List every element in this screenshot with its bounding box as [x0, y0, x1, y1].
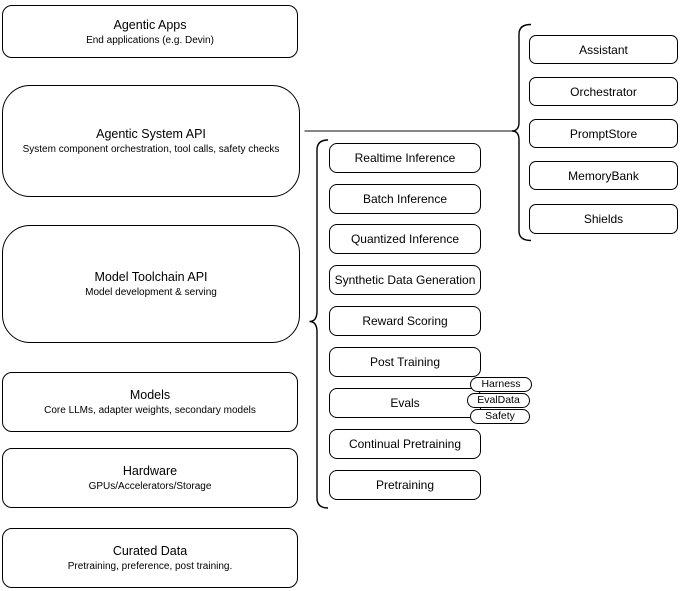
- node-title: Curated Data: [112, 544, 188, 558]
- tag-harness[interactable]: Harness: [470, 377, 532, 392]
- node-post-training[interactable]: Post Training: [329, 347, 481, 377]
- node-orchestrator[interactable]: Orchestrator: [529, 77, 678, 106]
- node-quantized-inference[interactable]: Quantized Inference: [329, 224, 481, 254]
- node-reward-scoring[interactable]: Reward Scoring: [329, 306, 481, 336]
- node-title: Agentic Apps: [113, 17, 187, 32]
- node-models[interactable]: Models Core LLMs, adapter weights, secon…: [2, 372, 298, 432]
- node-title: Models: [129, 388, 171, 402]
- node-subtitle: Core LLMs, adapter weights, secondary mo…: [44, 405, 256, 416]
- node-hardware[interactable]: Hardware GPUs/Accelerators/Storage: [2, 448, 298, 508]
- node-synthetic-data-generation[interactable]: Synthetic Data Generation: [329, 265, 481, 295]
- node-promptstore[interactable]: PromptStore: [529, 119, 678, 148]
- node-pretraining[interactable]: Pretraining: [329, 470, 481, 500]
- node-subtitle: Model development & serving: [85, 287, 217, 298]
- node-evals[interactable]: Evals: [329, 388, 481, 418]
- node-agentic-system-api[interactable]: Agentic System API System component orch…: [2, 85, 300, 197]
- node-title: Hardware: [122, 464, 178, 478]
- node-subtitle: GPUs/Accelerators/Storage: [88, 481, 212, 492]
- node-subtitle: Pretraining, preference, post training.: [67, 561, 233, 572]
- node-title: Model Toolchain API: [94, 270, 208, 284]
- node-subtitle: System component orchestration, tool cal…: [22, 144, 280, 155]
- node-assistant[interactable]: Assistant: [529, 35, 678, 64]
- node-agentic-apps[interactable]: Agentic Apps End applications (e.g. Devi…: [2, 5, 298, 58]
- tag-evaldata[interactable]: EvalData: [467, 393, 530, 408]
- pipeline-brace: [309, 139, 329, 509]
- node-curated-data[interactable]: Curated Data Pretraining, preference, po…: [2, 528, 298, 588]
- node-model-toolchain-api[interactable]: Model Toolchain API Model development & …: [2, 225, 300, 343]
- node-realtime-inference[interactable]: Realtime Inference: [329, 143, 481, 173]
- node-subtitle: End applications (e.g. Devin): [86, 34, 214, 46]
- node-batch-inference[interactable]: Batch Inference: [329, 184, 481, 214]
- node-title: Agentic System API: [96, 127, 206, 141]
- node-continual-pretraining[interactable]: Continual Pretraining: [329, 429, 481, 459]
- tag-safety[interactable]: Safety: [470, 409, 530, 424]
- node-memorybank[interactable]: MemoryBank: [529, 161, 678, 190]
- node-shields[interactable]: Shields: [529, 204, 678, 234]
